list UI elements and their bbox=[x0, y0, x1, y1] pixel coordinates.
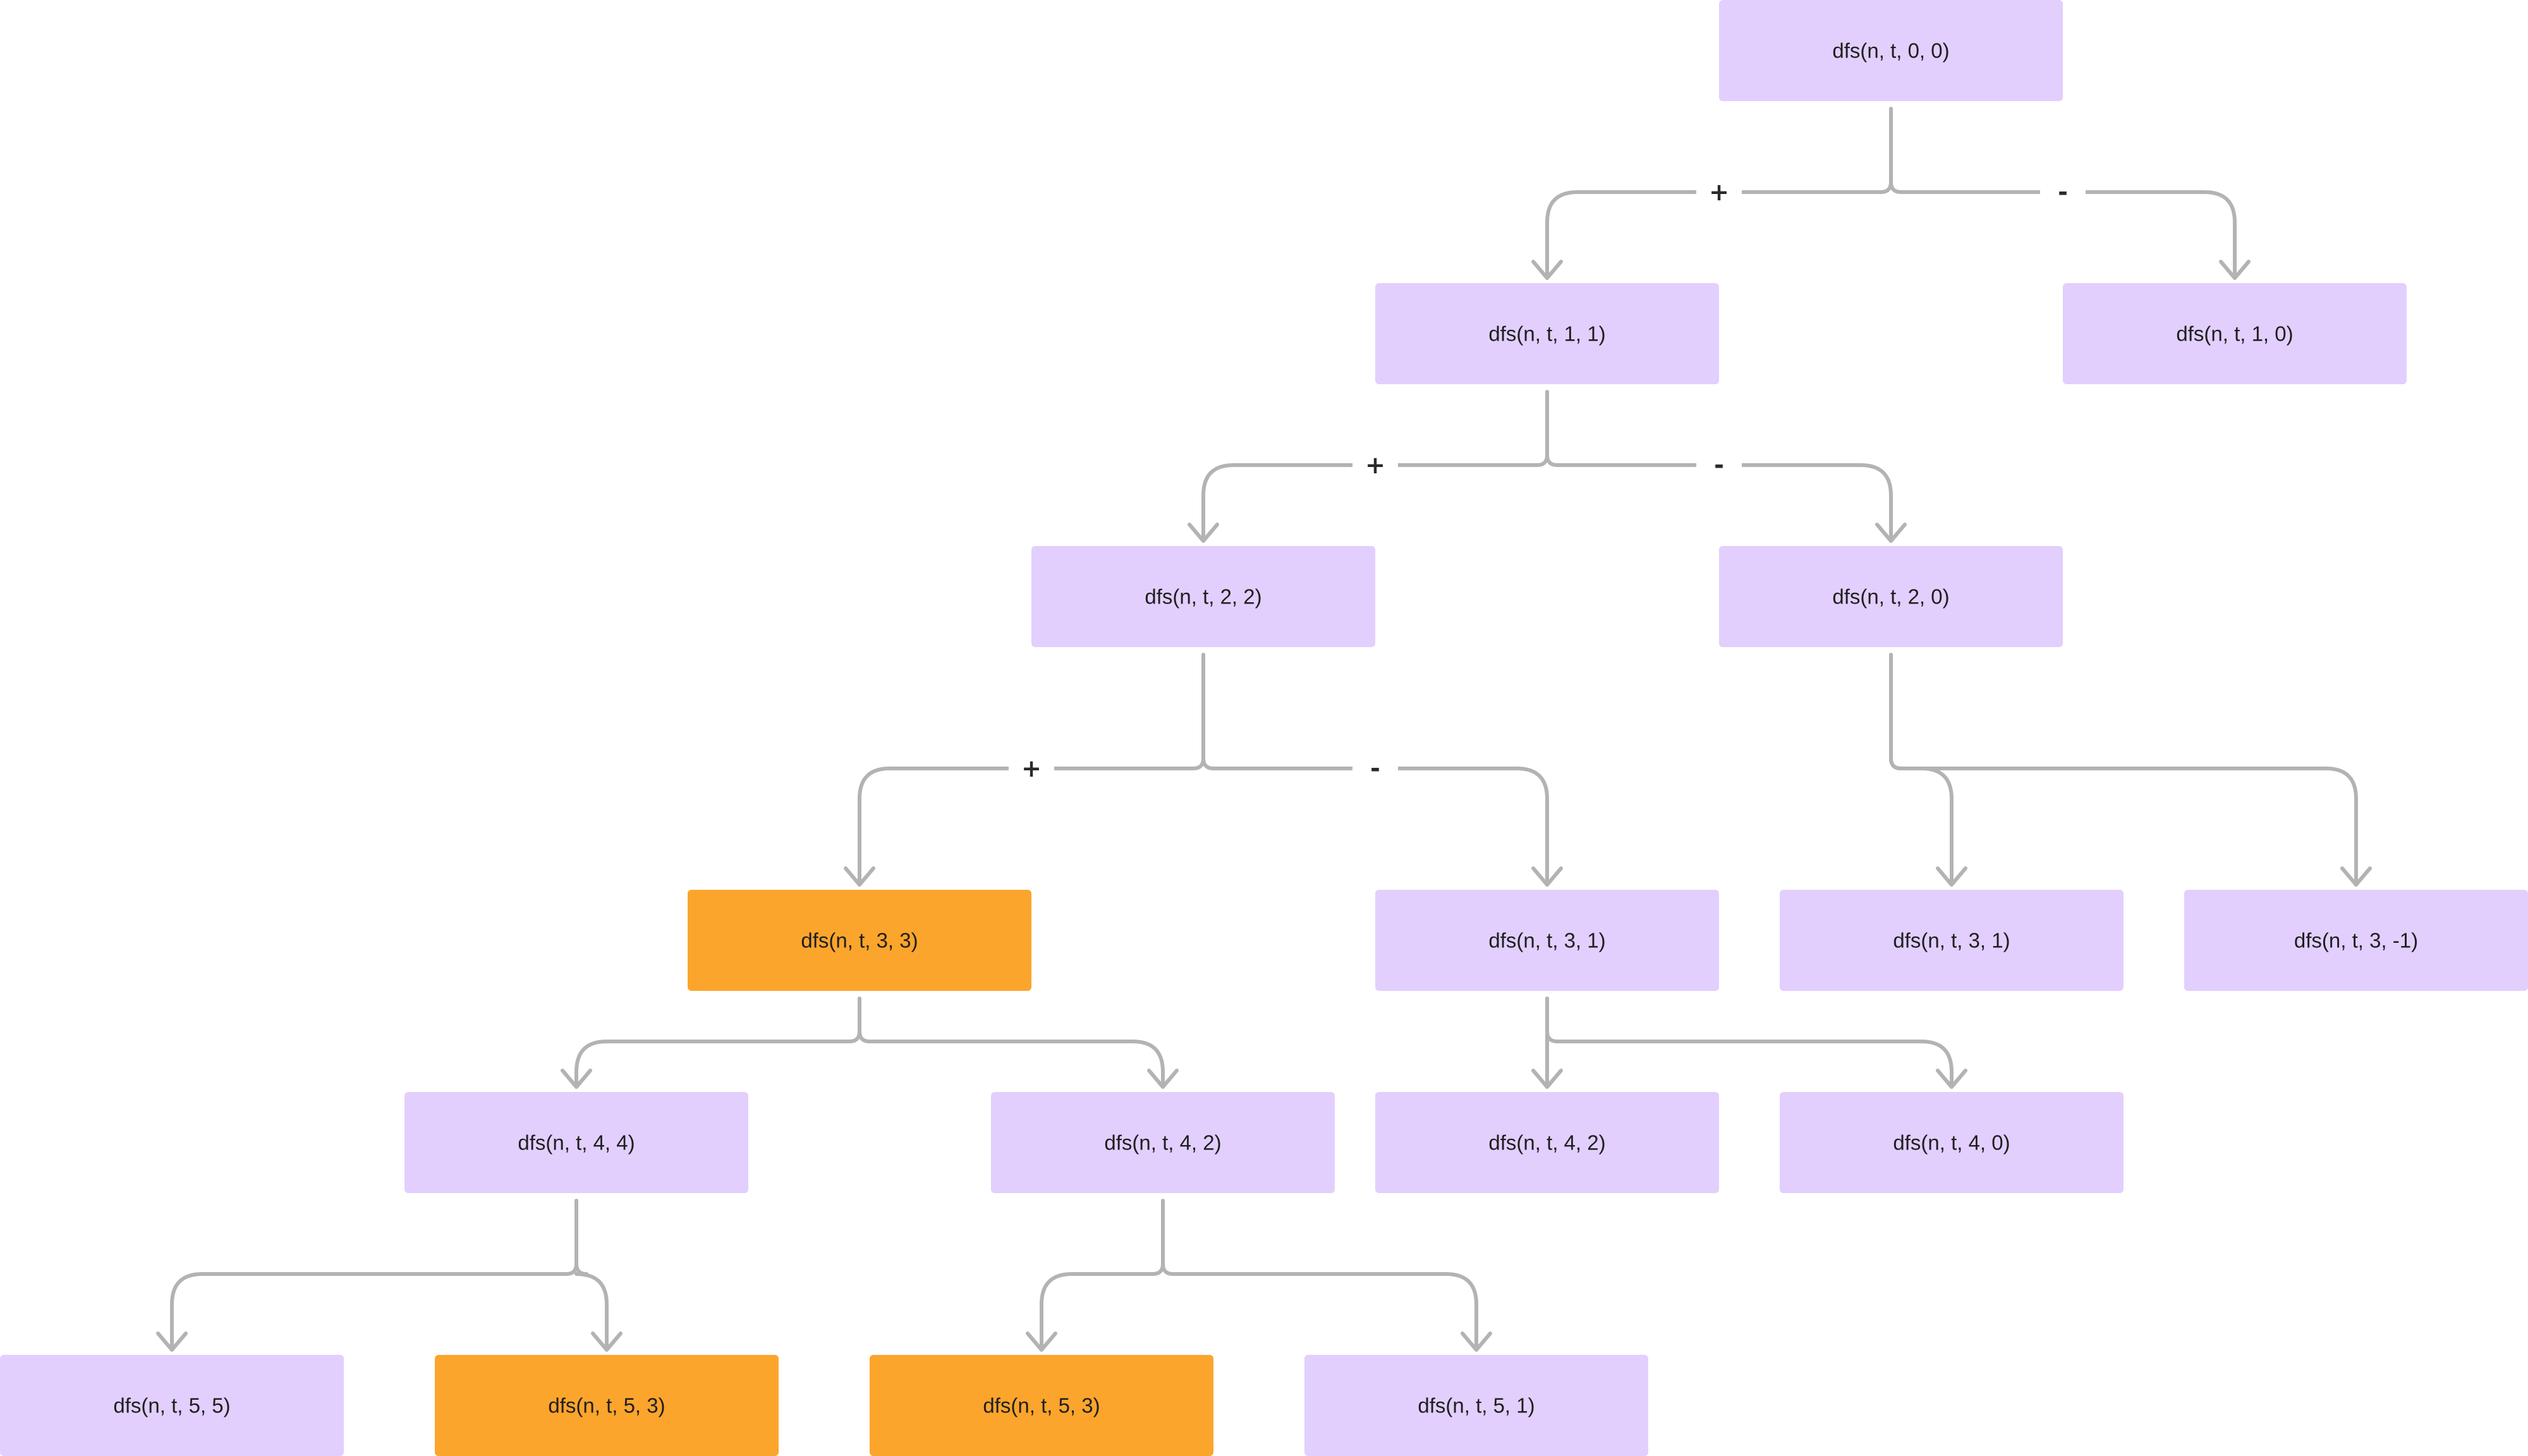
tree-node: dfs(n, t, 3, 3) bbox=[688, 890, 1031, 991]
edge-n9-n14 bbox=[574, 1199, 609, 1352]
node-label: dfs(n, t, 4, 0) bbox=[1893, 1131, 2010, 1155]
node-label: dfs(n, t, 4, 2) bbox=[1488, 1131, 1605, 1155]
tree-node: dfs(n, t, 3, 1) bbox=[1375, 890, 1719, 991]
node-box bbox=[1780, 890, 2124, 991]
tree-node: dfs(n, t, 4, 2) bbox=[991, 1092, 1335, 1193]
minus-sign-label: - bbox=[2058, 178, 2068, 206]
node-box bbox=[2063, 283, 2407, 384]
arrowhead-n7 bbox=[1936, 866, 1967, 887]
node-box bbox=[991, 1092, 1335, 1193]
node-box bbox=[1304, 1355, 1648, 1456]
tree-node: dfs(n, t, 5, 3) bbox=[435, 1355, 779, 1456]
node-label: dfs(n, t, 0, 0) bbox=[1832, 39, 1949, 63]
tree-node: dfs(n, t, 2, 0) bbox=[1719, 546, 2063, 647]
arrowhead-n16 bbox=[1461, 1332, 1492, 1352]
tree-node: dfs(n, t, 1, 0) bbox=[2063, 283, 2407, 384]
node-label: dfs(n, t, 5, 5) bbox=[113, 1394, 230, 1417]
edges-layer bbox=[156, 107, 2372, 1352]
edge-n5-n9 bbox=[574, 997, 861, 1089]
node-box-highlighted bbox=[688, 890, 1031, 991]
edge-n9-n13 bbox=[170, 1199, 578, 1352]
node-label: dfs(n, t, 3, 1) bbox=[1488, 929, 1605, 952]
node-box bbox=[1719, 0, 2063, 101]
arrowhead-n12 bbox=[1936, 1069, 1967, 1089]
minus-sign-label: - bbox=[1370, 755, 1380, 782]
node-label: dfs(n, t, 4, 4) bbox=[518, 1131, 635, 1155]
node-label: dfs(n, t, 1, 1) bbox=[1488, 322, 1605, 346]
arrowhead-n9 bbox=[561, 1069, 592, 1089]
edge-n0-n2 bbox=[1889, 107, 2237, 280]
node-label: dfs(n, t, 3, 3) bbox=[801, 929, 918, 952]
node-label: dfs(n, t, 5, 1) bbox=[1418, 1394, 1534, 1417]
node-box bbox=[2184, 890, 2528, 991]
edge-n10-n15 bbox=[1040, 1199, 1165, 1352]
tree-node: dfs(n, t, 5, 5) bbox=[0, 1355, 344, 1456]
node-label: dfs(n, t, 5, 3) bbox=[548, 1394, 665, 1417]
tree-node: dfs(n, t, 1, 1) bbox=[1375, 283, 1719, 384]
node-label: dfs(n, t, 1, 0) bbox=[2176, 322, 2293, 346]
arrowhead-n14 bbox=[591, 1332, 623, 1352]
arrowhead-n3 bbox=[1188, 523, 1219, 543]
tree-node: dfs(n, t, 3, 1) bbox=[1780, 890, 2124, 991]
node-box bbox=[404, 1092, 748, 1193]
node-box bbox=[1375, 1092, 1719, 1193]
arrowhead-n10 bbox=[1147, 1069, 1179, 1089]
signs-layer: + - + - + - bbox=[1009, 174, 2086, 786]
arrowhead-n15 bbox=[1026, 1332, 1057, 1352]
edge-n3-n6 bbox=[1201, 653, 1549, 887]
arrowhead-n2 bbox=[2219, 260, 2251, 280]
node-box bbox=[1375, 890, 1719, 991]
node-label: dfs(n, t, 2, 2) bbox=[1145, 585, 1261, 609]
tree-node: dfs(n, t, 4, 0) bbox=[1780, 1092, 2124, 1193]
edge-n5-n10 bbox=[858, 997, 1165, 1089]
tree-node: dfs(n, t, 4, 2) bbox=[1375, 1092, 1719, 1193]
node-box bbox=[0, 1355, 344, 1456]
node-box-highlighted bbox=[870, 1355, 1213, 1456]
tree-node: dfs(n, t, 5, 3) bbox=[870, 1355, 1213, 1456]
node-label: dfs(n, t, 3, 1) bbox=[1893, 929, 2010, 952]
tree-node: dfs(n, t, 4, 4) bbox=[404, 1092, 748, 1193]
arrowhead-n11 bbox=[1531, 1069, 1563, 1089]
node-label: dfs(n, t, 4, 2) bbox=[1104, 1131, 1221, 1155]
arrowhead-n6 bbox=[1531, 866, 1563, 887]
sign-background bbox=[1352, 751, 1398, 786]
minus-sign-label: - bbox=[1714, 451, 1724, 479]
node-box bbox=[1719, 546, 2063, 647]
node-box bbox=[1031, 546, 1375, 647]
arrowhead-n5 bbox=[844, 866, 875, 887]
node-box bbox=[1375, 283, 1719, 384]
sign-background bbox=[1696, 447, 1742, 483]
edge-n6-n12 bbox=[1545, 997, 1954, 1089]
tree-node: dfs(n, t, 3, -1) bbox=[2184, 890, 2528, 991]
sign-background bbox=[1352, 447, 1398, 483]
node-box-highlighted bbox=[435, 1355, 779, 1456]
plus-sign-label: + bbox=[1021, 755, 1042, 782]
edge-n4-n8 bbox=[1889, 653, 2358, 887]
sign-background bbox=[1009, 751, 1054, 786]
arrowhead-n1 bbox=[1531, 260, 1563, 280]
edge-n1-n4 bbox=[1545, 390, 1893, 543]
sign-background bbox=[2040, 174, 2086, 210]
plus-sign-label: + bbox=[1709, 178, 1729, 206]
arrowhead-n4 bbox=[1875, 523, 1907, 543]
plus-sign-label: + bbox=[1365, 451, 1385, 479]
arrowhead-n13 bbox=[156, 1332, 188, 1352]
tree-node: dfs(n, t, 0, 0) bbox=[1719, 0, 2063, 101]
tree-node: dfs(n, t, 5, 1) bbox=[1304, 1355, 1648, 1456]
edge-n10-n16 bbox=[1161, 1199, 1478, 1352]
tree-node: dfs(n, t, 2, 2) bbox=[1031, 546, 1375, 647]
node-label: dfs(n, t, 3, -1) bbox=[2294, 929, 2418, 952]
arrowhead-n8 bbox=[2340, 866, 2372, 887]
node-box bbox=[1780, 1092, 2124, 1193]
node-label: dfs(n, t, 5, 3) bbox=[983, 1394, 1100, 1417]
sign-background bbox=[1696, 174, 1742, 210]
node-label: dfs(n, t, 2, 0) bbox=[1832, 585, 1949, 609]
